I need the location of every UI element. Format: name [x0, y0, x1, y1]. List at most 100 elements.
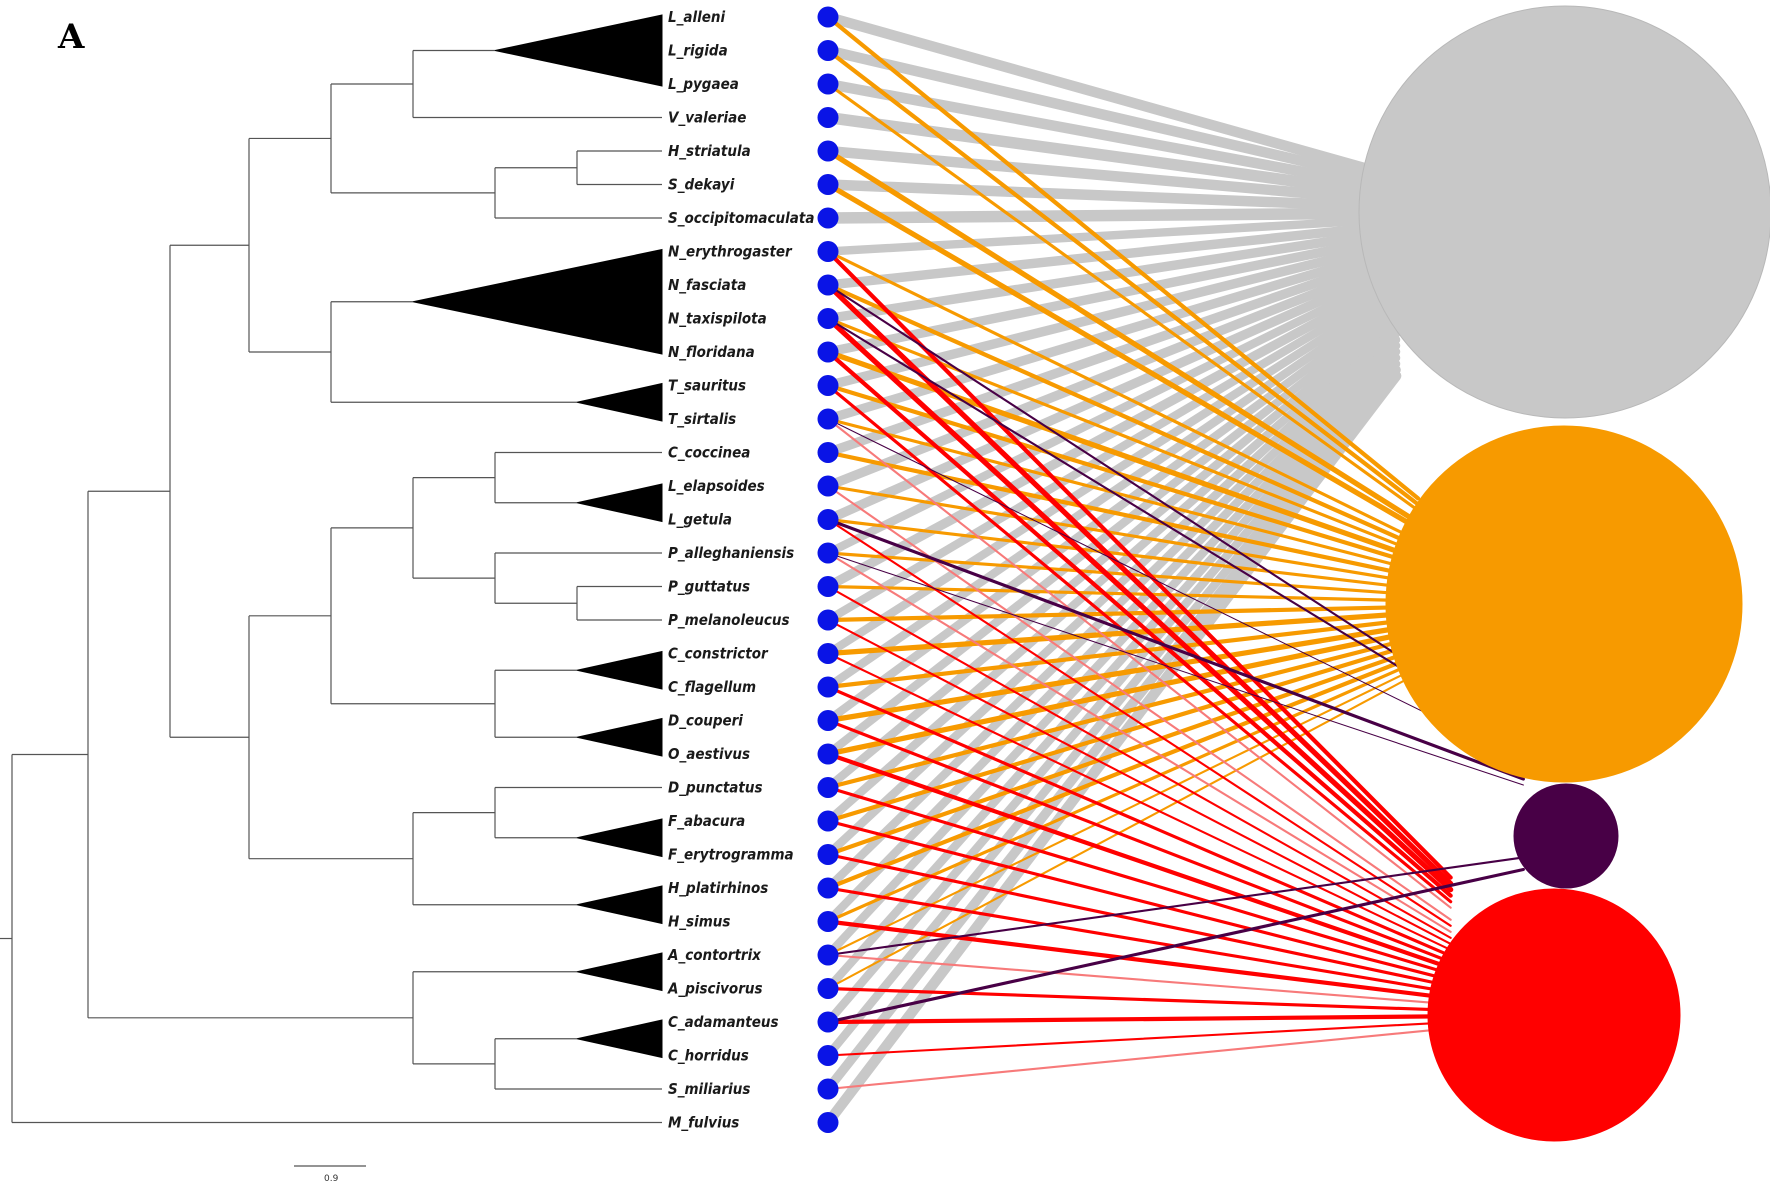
tip-node-T_sauritus [817, 375, 839, 396]
link-P_alleghaniensis-purple [827, 552, 1524, 786]
link-N_fasciata-grey [823, 220, 1401, 290]
taxon-label-T_sirtalis: T_sirtalis [668, 410, 736, 428]
link-T_sirtalis-purple [827, 418, 1524, 762]
taxon-label-C_adamanteus: C_adamanteus [668, 1013, 779, 1031]
link-N_floridana-red [825, 349, 1453, 898]
tip-node-L_getula [817, 509, 839, 530]
link-O_aestivus-red [825, 751, 1453, 971]
taxon-label-A_contortrix: A_contortrix [667, 946, 762, 964]
collapsed-clade-L_alleni-L_pygaea [494, 14, 663, 87]
link-T_sauritus-red [826, 383, 1453, 904]
taxon-label-L_getula: L_getula [668, 511, 732, 529]
tip-node-F_abacura [817, 810, 839, 832]
collapsed-clades [412, 14, 663, 1059]
tip-node-A_contortrix [817, 944, 839, 966]
taxon-label-N_erythrogaster: N_erythrogaster [668, 243, 793, 261]
taxon-label-N_fasciata: N_fasciata [668, 276, 746, 294]
link-V_valeriae-grey [822, 111, 1402, 201]
link-P_guttatus-grey [823, 274, 1401, 592]
link-L_pygaea-orange [826, 82, 1420, 512]
link-P_guttatus-red [826, 585, 1452, 939]
link-D_punctatus-red [826, 785, 1453, 976]
link-T_sirtalis-red_light [826, 417, 1452, 909]
link-S_miliarius-red_light [826, 1027, 1452, 1091]
taxon-label-L_elapsoides: L_elapsoides [668, 477, 765, 495]
taxon-labels: L_alleniL_rigidaL_pygaeaV_valeriaeH_stri… [667, 8, 814, 1132]
tip-node-S_dekayi [817, 174, 839, 195]
tip-node-C_horridus [817, 1045, 839, 1066]
link-D_couperi-red [826, 718, 1453, 964]
tip-node-P_guttatus [817, 576, 839, 597]
link-H_platirhinos-red [826, 886, 1453, 994]
tip-node-H_simus [817, 911, 839, 932]
tip-node-V_valeriae [817, 107, 839, 128]
panel-label: A [57, 17, 85, 57]
link-L_getula-purple [826, 517, 1525, 781]
group-node-orange [1385, 425, 1743, 783]
link-F_erytrogramma-red [826, 852, 1453, 988]
link-L_alleni-grey [822, 11, 1402, 183]
link-M_fulvius-grey [822, 370, 1402, 1128]
taxon-label-S_miliarius: S_miliarius [668, 1080, 750, 1098]
link-D_couperi-orange [825, 622, 1421, 724]
scale-bar-label: 0.9 [324, 1174, 339, 1184]
link-P_melanoleucus-orange [825, 604, 1421, 623]
tip-node-L_rigida [817, 40, 839, 61]
link-T_sauritus-grey [823, 238, 1401, 391]
link-S_dekayi-grey [822, 179, 1402, 213]
tip-node-N_erythrogaster [817, 241, 839, 262]
taxon-label-P_guttatus: P_guttatus [668, 578, 750, 596]
tip-node-L_alleni [817, 6, 839, 28]
link-N_floridana-orange [825, 349, 1421, 562]
taxon-label-H_simus: H_simus [668, 913, 730, 931]
taxon-label-L_pygaea: L_pygaea [668, 75, 739, 93]
link-A_piscivorus-orange [826, 672, 1420, 990]
link-A_piscivorus-red [826, 986, 1453, 1012]
link-N_fasciata-red [825, 282, 1454, 887]
link-N_erythrogaster-red [825, 249, 1453, 880]
link-C_constrictor-red [826, 652, 1452, 951]
scale-bar: 0.9 [294, 1165, 366, 1184]
taxon-label-S_occipitomaculata: S_occipitomaculata [668, 209, 814, 227]
tip-node-D_punctatus [817, 777, 839, 798]
interaction-links [822, 11, 1525, 1128]
taxon-label-N_taxispilota: N_taxispilota [668, 310, 767, 328]
collapsed-clade-N_erythrogaster-N_floridana [412, 248, 663, 355]
link-A_contortrix-red_light [826, 953, 1452, 1006]
tip-node-C_flagellum [817, 676, 839, 698]
tip-node-S_occipitomaculata [817, 207, 839, 229]
group-node-red [1427, 888, 1681, 1142]
link-C_adamanteus-purple [826, 867, 1525, 1024]
link-T_sauritus-orange [825, 383, 1421, 567]
link-T_sirtalis-grey [823, 244, 1401, 424]
taxon-label-C_coccinea: C_coccinea [668, 444, 750, 462]
link-N_taxispilota-grey [823, 226, 1401, 324]
group-node-grey [1358, 5, 1770, 419]
taxon-label-A_piscivorus: A_piscivorus [667, 980, 763, 998]
collapsed-clade-C_adamanteus-C_horridus [576, 1019, 663, 1059]
link-A_contortrix-purple [826, 856, 1525, 957]
tip-node-P_melanoleucus [817, 609, 839, 631]
taxon-label-H_platirhinos: H_platirhinos [668, 879, 768, 897]
taxon-label-L_rigida: L_rigida [668, 42, 728, 60]
taxon-label-V_valeriae: V_valeriae [668, 109, 746, 127]
tip-node-O_aestivus [817, 743, 839, 765]
taxon-label-T_sauritus: T_sauritus [668, 377, 746, 395]
link-H_striatula-grey [822, 145, 1402, 207]
link-H_platirhinos-orange [825, 653, 1421, 891]
link-H_simus-red [825, 919, 1453, 1001]
link-A_contortrix-orange [826, 666, 1420, 957]
taxon-label-F_abacura: F_abacura [668, 812, 745, 830]
link-N_floridana-grey [823, 232, 1401, 357]
link-C_coccinea-grey [823, 250, 1401, 458]
link-C_flagellum-red [826, 685, 1453, 958]
taxon-label-M_fulvius: M_fulvius [668, 1114, 739, 1132]
tip-nodes [817, 6, 839, 1133]
link-L_rigida-orange [825, 48, 1421, 507]
taxon-label-F_erytrogramma: F_erytrogramma [668, 846, 794, 864]
link-L_elapsoides-grey [823, 256, 1401, 491]
link-P_melanoleucus-red [826, 618, 1452, 945]
link-S_miliarius-grey [823, 365, 1401, 1094]
tip-node-H_striatula [817, 140, 839, 162]
